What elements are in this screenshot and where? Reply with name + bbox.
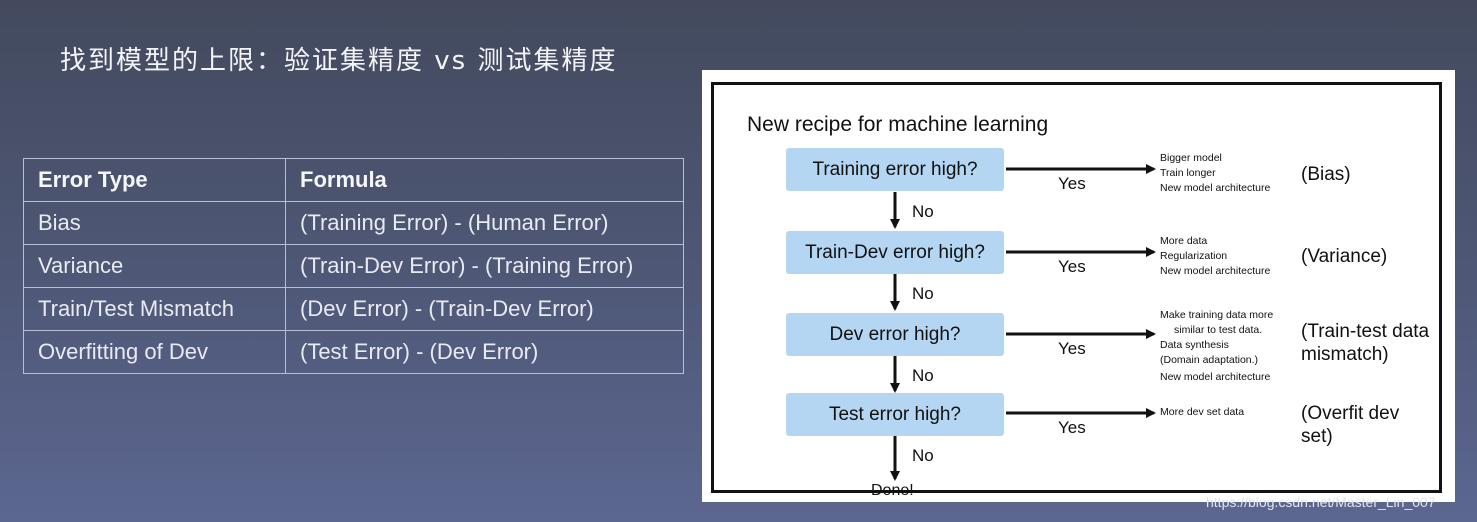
result-label: (Overfit dev set) (1301, 403, 1400, 447)
action-item: More data (1160, 235, 1208, 247)
action-list: More dev set data (1160, 405, 1244, 420)
yes-label: Yes (1058, 174, 1086, 193)
action-item: Make training data more (1160, 309, 1274, 321)
question-box-test-error: Test error high? (786, 393, 1004, 436)
action-item: More dev set data (1160, 406, 1245, 418)
action-item: New model architecture (1160, 371, 1271, 383)
cell-formula: (Train-Dev Error) - (Training Error) (285, 244, 684, 288)
recipe-frame: New recipe for machine learning Training… (711, 82, 1442, 499)
slide-title: 找到模型的上限：验证集精度 vs 测试集精度 (60, 46, 618, 76)
question-text: Train-Dev error high? (805, 241, 985, 263)
header-error-type: Error Type (23, 158, 286, 202)
question-text: Dev error high? (829, 323, 961, 345)
no-label: No (912, 202, 934, 221)
result-label: (Bias) (1301, 164, 1351, 185)
table-row: Overfitting of Dev (Test Error) - (Dev E… (23, 330, 684, 374)
action-item: similar to test data. (1174, 324, 1263, 336)
result-label: (Train-test data mismatch) (1301, 321, 1430, 365)
question-box-train-dev-error: Train-Dev error high? (786, 231, 1004, 274)
action-item: New model architecture (1160, 182, 1271, 194)
table-row: Variance (Train-Dev Error) - (Training E… (23, 244, 684, 288)
no-label: No (912, 366, 934, 385)
question-text: Training error high? (812, 158, 978, 180)
cell-error-type: Variance (23, 244, 286, 288)
table-row: Bias (Training Error) - (Human Error) (23, 201, 684, 245)
action-item: Data synthesis (1160, 339, 1229, 351)
cell-error-type: Train/Test Mismatch (23, 287, 286, 331)
action-item: (Domain adaptation.) (1160, 354, 1259, 366)
table-row: Train/Test Mismatch (Dev Error) - (Train… (23, 287, 684, 331)
flowchart-arrows (890, 164, 1156, 481)
action-item: Bigger model (1160, 152, 1222, 164)
action-list: Make training data more similar to test … (1160, 308, 1273, 385)
table-header-row: Error Type Formula (23, 158, 684, 202)
yes-label: Yes (1058, 418, 1086, 437)
question-box-training-error: Training error high? (786, 148, 1004, 191)
recipe-panel: New recipe for machine learning Training… (702, 70, 1455, 502)
question-text: Test error high? (828, 403, 961, 425)
no-label: No (912, 446, 934, 465)
header-formula: Formula (285, 158, 684, 202)
recipe-title: New recipe for machine learning (747, 113, 1049, 136)
action-list: Bigger model Train longer New model arch… (1160, 151, 1270, 196)
cell-formula: (Training Error) - (Human Error) (285, 201, 684, 245)
action-item: Train longer (1160, 167, 1216, 179)
no-label: No (912, 284, 934, 303)
cell-error-type: Overfitting of Dev (23, 330, 286, 374)
action-item: New model architecture (1160, 265, 1271, 277)
yes-label: Yes (1058, 339, 1086, 358)
yes-label: Yes (1058, 257, 1086, 276)
done-label: Done! (871, 482, 914, 499)
error-type-table: Error Type Formula Bias (Training Error)… (23, 158, 684, 374)
cell-error-type: Bias (23, 201, 286, 245)
cell-formula: (Test Error) - (Dev Error) (285, 330, 684, 374)
cell-formula: (Dev Error) - (Train-Dev Error) (285, 287, 684, 331)
result-label: (Variance) (1301, 246, 1388, 267)
watermark: https://blog.csdn.net/Master_Lin_007 (1206, 494, 1436, 510)
action-item: Regularization (1160, 250, 1228, 262)
question-box-dev-error: Dev error high? (786, 313, 1004, 356)
action-list: More data Regularization New model archi… (1160, 234, 1270, 279)
